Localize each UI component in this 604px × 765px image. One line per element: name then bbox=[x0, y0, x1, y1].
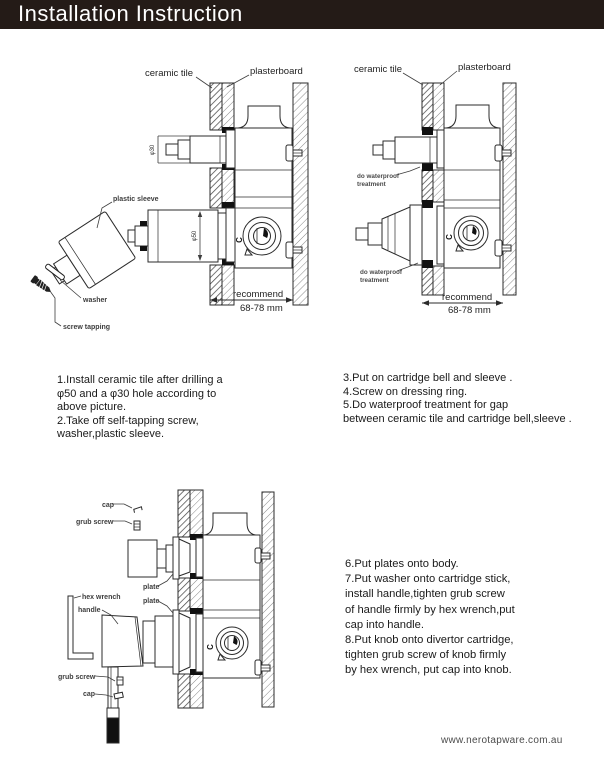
step-line: install handle,tighten grub screw bbox=[345, 588, 505, 601]
page-title: Installation Instruction bbox=[18, 1, 243, 26]
label-waterproof-upper-2: treatment bbox=[357, 181, 387, 188]
valve-body bbox=[195, 512, 271, 679]
plasterboard-wall bbox=[221, 82, 235, 306]
label-handle: handle bbox=[78, 607, 101, 614]
step-line: by hex wrench, put cap into knob. bbox=[345, 664, 512, 677]
stud-wall bbox=[261, 491, 275, 708]
leader-lines bbox=[395, 70, 458, 272]
label-washer: washer bbox=[82, 297, 107, 304]
step-line: 1.Install ceramic tile after drilling a bbox=[57, 374, 223, 386]
ceramic-tile-wall bbox=[177, 489, 191, 709]
phi50-label: φ50 bbox=[192, 230, 198, 241]
label-plate-2: plate bbox=[143, 598, 159, 605]
hex-wrench-icon bbox=[67, 595, 94, 660]
stud-wall bbox=[502, 82, 517, 296]
label-waterproof-upper: do waterproof bbox=[357, 173, 400, 180]
label-cap-bottom: cap bbox=[83, 691, 95, 698]
upper-plate bbox=[172, 536, 191, 580]
step-line: 4.Screw on dressing ring. bbox=[343, 385, 468, 398]
step-line: 6.Put plates onto body. bbox=[345, 558, 459, 570]
lower-plate bbox=[172, 609, 191, 675]
ceramic-tile-wall bbox=[209, 82, 223, 306]
valve-mark: C bbox=[206, 644, 215, 650]
cartridge-stick bbox=[372, 136, 438, 164]
label-recommend: recommend bbox=[233, 289, 283, 300]
step-line: washer,plastic sleeve. bbox=[57, 428, 164, 440]
label-recommend: recommend bbox=[442, 292, 492, 303]
steps-3-5: 3.Put on cartridge bell and sleeve . 4.S… bbox=[343, 372, 599, 426]
step-line: 8.Put knob onto divertor cartridge, bbox=[345, 634, 514, 647]
handle-stem bbox=[106, 666, 120, 744]
divertor-knob bbox=[127, 539, 174, 578]
phi50-dimension bbox=[197, 211, 203, 261]
steps-6-8: 6.Put plates onto body. 7.Put washer ont… bbox=[345, 557, 597, 679]
plasterboard-wall bbox=[189, 489, 204, 709]
diagram-drill-holes: C φ30 bbox=[30, 50, 330, 350]
leader-lines bbox=[73, 503, 174, 698]
grub-screw-icon bbox=[133, 520, 141, 531]
page-header: Installation Instruction bbox=[0, 0, 604, 29]
phi30-label: φ30 bbox=[150, 144, 156, 155]
valve-mark: C bbox=[445, 234, 454, 240]
label-grub-screw-bottom: grub screw bbox=[58, 674, 96, 681]
label-plasterboard: plasterboard bbox=[250, 66, 303, 77]
label-screw-tapping: screw tapping bbox=[63, 324, 110, 331]
waterproof-seals bbox=[422, 127, 433, 268]
label-plastic-sleeve: plastic sleeve bbox=[113, 196, 159, 203]
valve-mark: C bbox=[235, 237, 244, 243]
step-line: φ50 and a φ30 hole according to bbox=[57, 387, 217, 400]
label-ceramic-tile: ceramic tile bbox=[145, 68, 193, 79]
cartridge-bell bbox=[355, 204, 423, 266]
diagram-cartridge-bell: C ceramic tile bbox=[340, 50, 604, 350]
label-cap-top: cap bbox=[102, 502, 114, 509]
step-line: 5.Do waterproof treatment for gap bbox=[343, 399, 509, 411]
leader-lines bbox=[49, 74, 250, 327]
label-plasterboard: plasterboard bbox=[458, 62, 511, 73]
lower-cartridge bbox=[127, 209, 227, 263]
label-recommend-range: 68-78 mm bbox=[448, 305, 491, 316]
label-recommend-range: 68-78 mm bbox=[240, 303, 283, 314]
cartridge-stick bbox=[165, 135, 227, 164]
label-ceramic-tile: ceramic tile bbox=[354, 64, 402, 75]
step-line: cap into handle. bbox=[345, 618, 424, 631]
step-line: 7.Put washer onto cartridge stick, bbox=[345, 573, 511, 586]
step-line: 3.Put on cartridge bell and sleeve . bbox=[343, 372, 513, 384]
recommend-dimension bbox=[210, 297, 293, 303]
diagram-handle-assembly: C bbox=[40, 475, 320, 755]
phi30-dimension bbox=[157, 135, 190, 164]
step-line: above picture. bbox=[57, 401, 127, 413]
label-grub-screw-top: grub screw bbox=[76, 519, 114, 526]
step-line: 2.Take off self-tapping screw, bbox=[57, 414, 199, 427]
plastic-sleeve bbox=[50, 211, 136, 289]
website-url: www.nerotapware.com.au bbox=[441, 735, 563, 746]
recommend-dimension bbox=[422, 300, 503, 306]
step-line: of handle firmly by hex wrench,put bbox=[345, 603, 515, 616]
grub-screw-icon-bottom bbox=[116, 676, 124, 686]
step-line: tighten grub screw of knob firmly bbox=[345, 649, 507, 662]
label-waterproof-lower-2: treatment bbox=[360, 277, 390, 284]
handle bbox=[101, 614, 174, 668]
screw-icon bbox=[30, 275, 51, 293]
valve-body bbox=[436, 104, 512, 269]
cap-icon-bottom bbox=[113, 691, 124, 700]
label-hex-wrench: hex wrench bbox=[82, 594, 121, 601]
label-waterproof-lower: do waterproof bbox=[360, 269, 403, 276]
label-plate-1: plate bbox=[143, 584, 159, 591]
step-line: between ceramic tile and cartridge bell,… bbox=[343, 412, 572, 425]
cap-icon bbox=[133, 506, 143, 513]
steps-1-2: 1.Install ceramic tile after drilling a … bbox=[57, 374, 319, 442]
washer-icon bbox=[45, 263, 65, 281]
stud-wall bbox=[292, 82, 309, 306]
valve-body bbox=[225, 105, 303, 269]
